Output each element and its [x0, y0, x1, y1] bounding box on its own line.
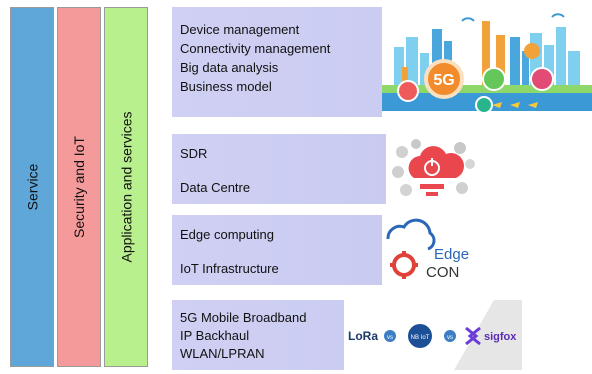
network-line-3: WLAN/LPRAN	[180, 346, 265, 361]
edge-computing-label: Edge computing	[180, 227, 274, 242]
smart-city-illustration: 5G	[382, 7, 592, 117]
management-line-2: Connectivity management	[180, 41, 331, 56]
management-layer: Device management Connectivity managemen…	[172, 7, 592, 117]
sdr-label: SDR	[180, 146, 208, 161]
management-line-4: Business model	[180, 79, 272, 94]
lpwan-technology-logos: LoRa vs NB IoT vs sigfox	[344, 300, 522, 370]
applications-services-pillar-label: Application and services	[118, 111, 135, 263]
network-line-1: 5G Mobile Broadband	[180, 310, 307, 325]
edgecon-logo: Edge CON	[382, 215, 480, 285]
service-pillar: Service	[10, 7, 54, 367]
edge-logo-word: Edge	[434, 246, 469, 263]
nb-iot-badge: NB IoT	[411, 335, 430, 341]
con-logo-word: CON	[426, 264, 459, 281]
edge-layer: Edge computing IoT Infrastructure Edge C…	[172, 215, 480, 285]
vs-label-2: vs	[447, 335, 453, 341]
applications-services-pillar: Application and services	[104, 7, 148, 367]
data-centre-label: Data Centre	[180, 180, 251, 195]
security-iot-pillar: Security and IoT	[57, 7, 101, 367]
management-line-3: Big data analysis	[180, 60, 279, 75]
cloud-layer: SDR Data Centre	[172, 134, 480, 204]
network-line-2: IP Backhaul	[180, 328, 250, 343]
security-iot-pillar-label: Security and IoT	[71, 136, 87, 238]
5g-badge: 5G	[433, 72, 454, 89]
cloud-power-icon	[386, 134, 480, 204]
lora-logo: LoRa	[348, 329, 378, 343]
service-pillar-label: Service	[24, 163, 40, 211]
sigfox-logo: sigfox	[484, 331, 517, 343]
vs-label-1: vs	[387, 335, 393, 341]
network-layer: 5G Mobile Broadband IP Backhaul WLAN/LPR…	[172, 300, 522, 370]
iot-infrastructure-label: IoT Infrastructure	[180, 261, 279, 276]
management-line-1: Device management	[180, 22, 300, 37]
